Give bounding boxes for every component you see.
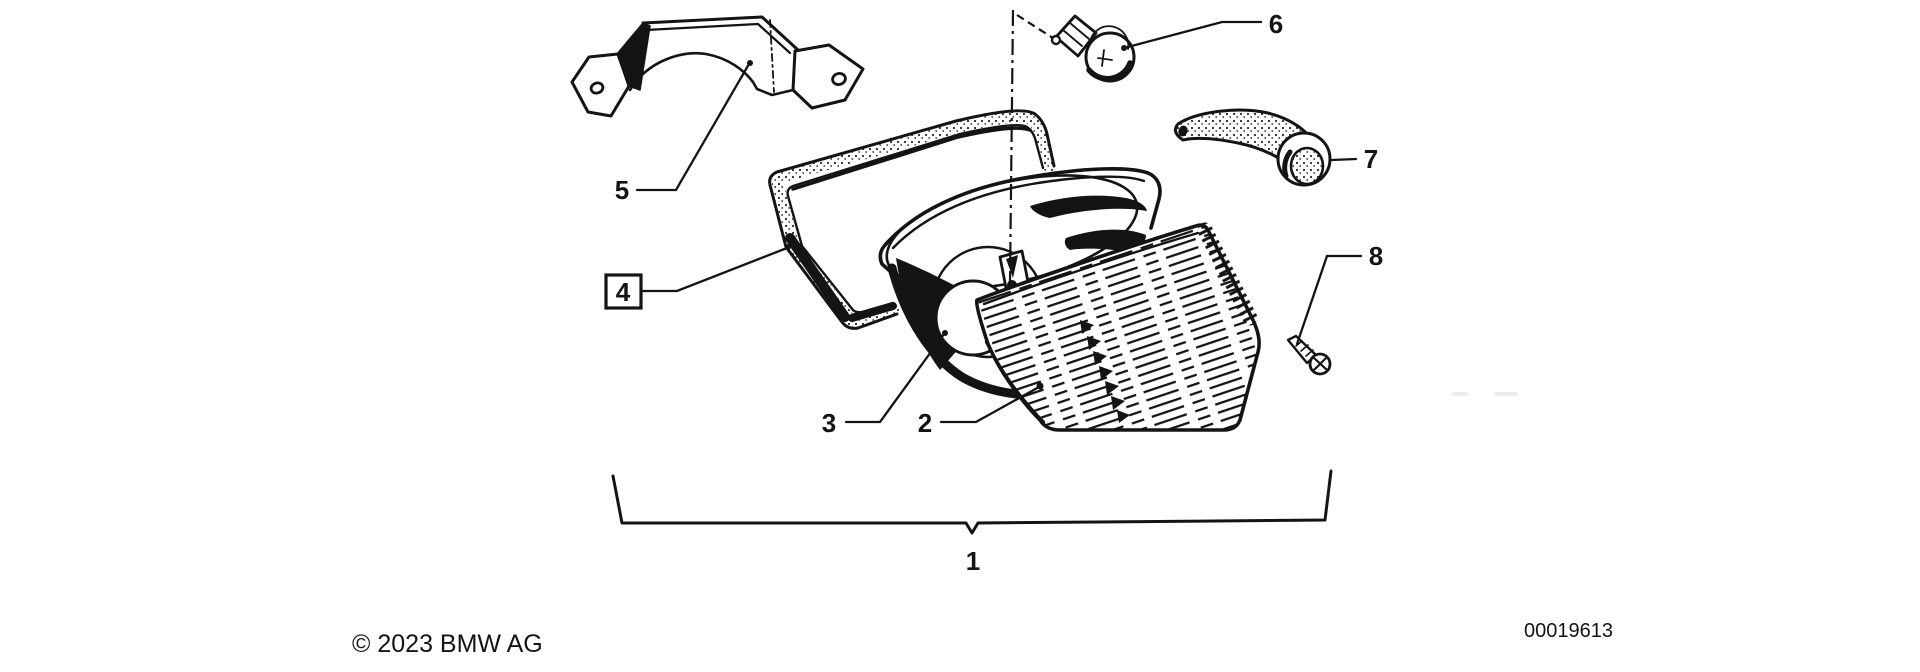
callout-1[interactable]: 1: [966, 546, 980, 576]
leader-line-4: [639, 244, 791, 293]
copyright-notice: © 2023 BMW AG: [352, 630, 543, 658]
leader-line-7: [1330, 157, 1358, 162]
bracket-arch-cutout: [628, 51, 795, 97]
leader-line-3: [844, 330, 948, 424]
callout-2[interactable]: 2: [918, 408, 932, 438]
grommet-part7: [1173, 108, 1332, 187]
leader-line-5: [635, 60, 753, 192]
turn-signal-lens-part2: [974, 222, 1261, 432]
callout-6[interactable]: 6: [1269, 9, 1283, 39]
lens-prism-chevrons: [1080, 320, 1130, 423]
center-axis-line: [1008, 9, 1057, 283]
print-artifact: [1494, 392, 1518, 396]
housing-reflection-1: [1030, 195, 1147, 218]
leader-lines: [611, 20, 1363, 535]
callout-4[interactable]: 4: [616, 277, 631, 307]
grommet-tip-hole: [1178, 125, 1188, 137]
callout-4-box[interactable]: [604, 273, 643, 310]
leader-line-8: [1295, 254, 1363, 346]
callout-5[interactable]: 5: [615, 175, 629, 205]
bayonet-pin: [1050, 34, 1062, 46]
print-artifact: [1452, 392, 1468, 396]
leader-line-6: [1121, 20, 1263, 51]
callout-7[interactable]: 7: [1364, 144, 1378, 174]
bracket-fold-shadow: [616, 22, 651, 91]
assembly-group-bracket-part1: [611, 469, 1333, 535]
screw-part8: [1286, 334, 1332, 376]
callout-3[interactable]: 3: [822, 408, 836, 438]
leader-line-2: [939, 382, 1044, 424]
gasket-part4: [768, 109, 1056, 330]
mounting-bracket-part5: [570, 15, 865, 118]
callout-8[interactable]: 8: [1369, 241, 1383, 271]
bulb-part6: [1050, 14, 1136, 83]
diagram-image-number: 00019613: [1524, 620, 1613, 642]
